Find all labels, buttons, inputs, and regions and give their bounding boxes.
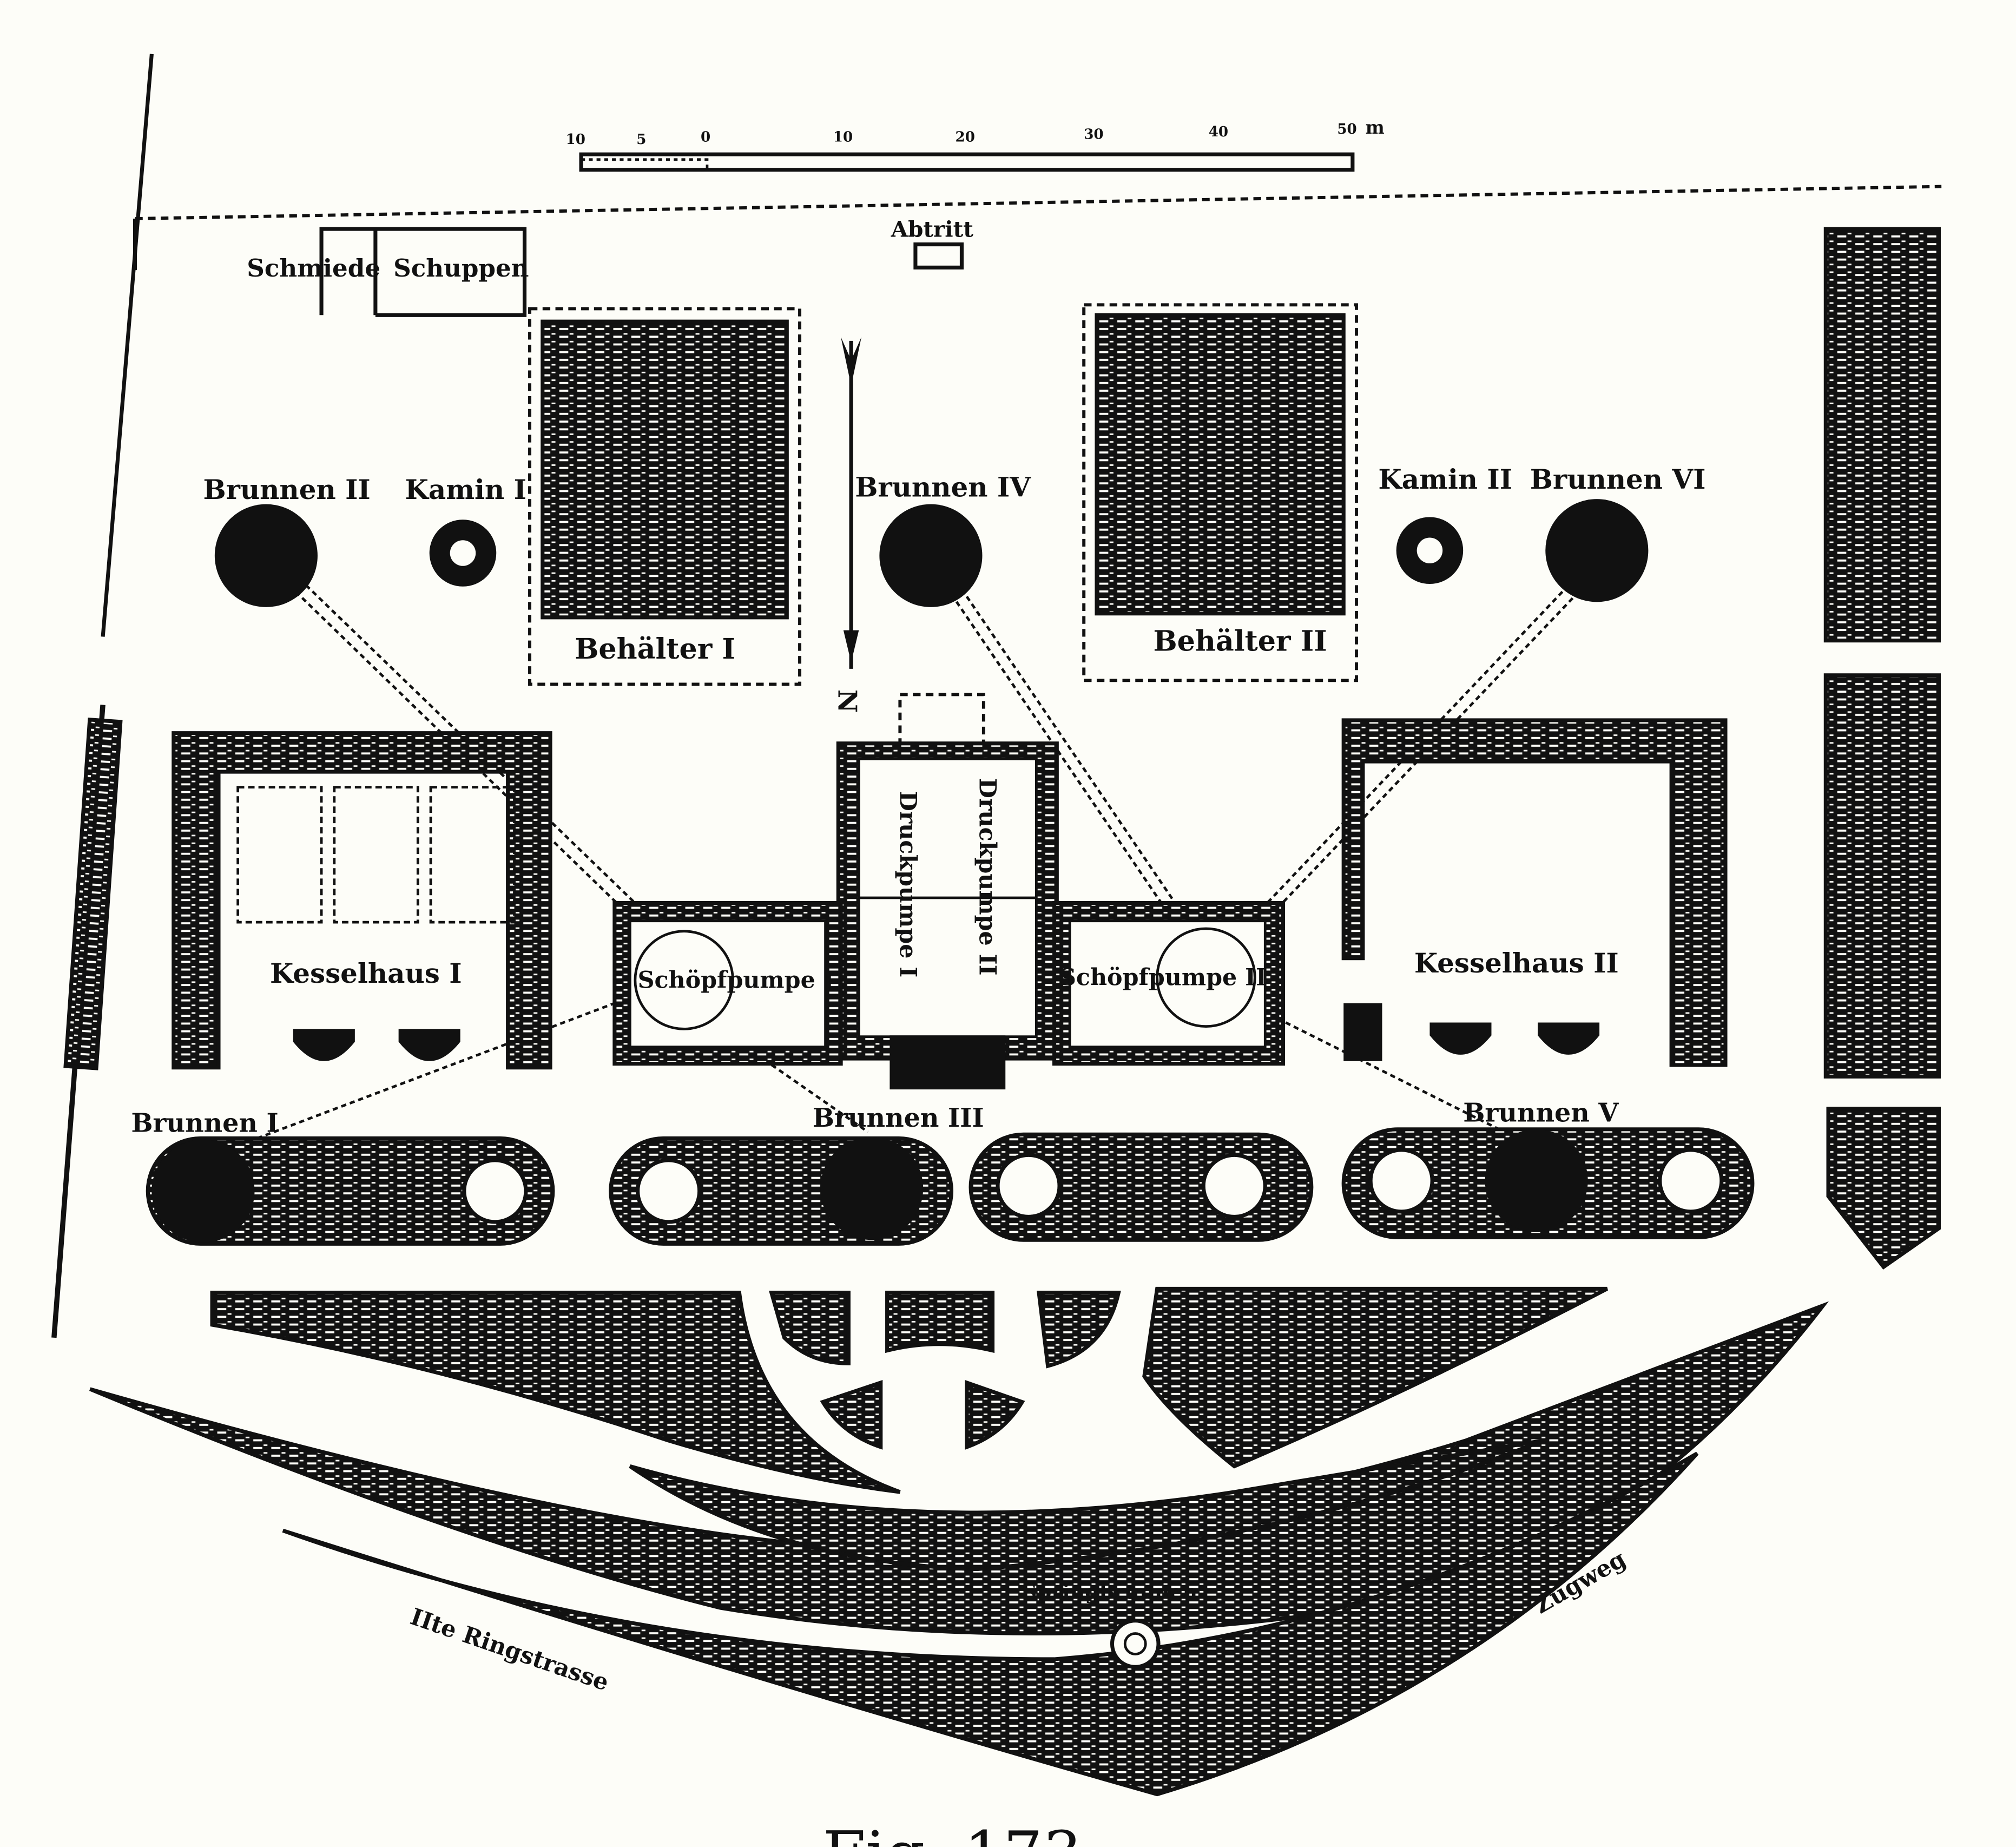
scale-tick: 10 — [566, 131, 585, 148]
label-schuppen: Schuppen — [393, 254, 529, 282]
label-kesselhaus-2: Kesselhaus II — [1414, 947, 1619, 979]
scale-tick: 0 — [701, 128, 710, 145]
scale-tick: 5 — [636, 131, 646, 148]
behaelter-2: Behälter II — [1082, 303, 1358, 682]
tree-icon — [996, 1153, 1062, 1219]
brunnen-2-well — [214, 504, 318, 607]
label-brunnen-3: Brunnen III — [813, 1103, 984, 1133]
scale-tick: 10 — [833, 128, 853, 145]
label-brunnen-1: Brunnen I — [131, 1108, 278, 1139]
label-brunnen-2: Brunnen II — [203, 474, 370, 505]
label-brunnen-4: Brunnen IV — [855, 471, 1031, 503]
brunnen-1-well — [151, 1139, 255, 1243]
tree-icon — [1201, 1153, 1267, 1219]
north-label: N — [832, 689, 862, 713]
suction-pipes — [256, 584, 1580, 1140]
kamin-1-chimney — [429, 520, 497, 587]
brunnen-6-well — [1545, 499, 1649, 602]
scale-tick: 20 — [956, 128, 975, 145]
tree-icon — [1368, 1148, 1434, 1214]
behaelter-1: Behälter I — [528, 307, 802, 686]
kesselhaus-1: Kesselhaus I — [172, 731, 552, 1070]
label-schoepfpumpe-1: Schöpfpumpe I — [638, 967, 834, 994]
abtritt-building — [913, 242, 964, 270]
tree-icon — [462, 1158, 528, 1224]
schmiede-schuppen: Schmiede Schuppen — [247, 227, 529, 317]
label-abtritt: Abtritt — [891, 216, 974, 242]
label-brunnen-5: Brunnen V — [1463, 1098, 1619, 1128]
kamin-2-chimney — [1396, 517, 1464, 584]
label-springbrunnen: Springbrunnen — [1022, 1579, 1197, 1603]
label-behaelter-1: Behälter I — [575, 633, 735, 666]
scale-tick: 50 — [1337, 121, 1356, 137]
brunnen-5-well — [1485, 1129, 1588, 1232]
label-brunnen-6: Brunnen VI — [1530, 463, 1706, 495]
label-druckpumpe-2: Druckpumpe II — [974, 778, 1001, 976]
label-kamin-2: Kamin II — [1378, 463, 1512, 495]
brunnen-4-well — [879, 504, 983, 607]
scale-tick: 40 — [1209, 123, 1228, 140]
label-schmiede: Schmiede — [247, 254, 380, 282]
figure-caption: Fig. 173 — [823, 1818, 1082, 1847]
label-schoepfpumpe-2: Schöpfpumpe II — [1059, 964, 1267, 991]
label-druckpumpe-1: Druckpumpe I — [894, 791, 921, 978]
tree-icon — [1658, 1148, 1724, 1214]
east-planting-strip — [63, 227, 1941, 1270]
garden — [89, 1286, 1829, 1797]
tree-icon — [636, 1158, 702, 1224]
planting-bed — [146, 1136, 555, 1246]
label-behaelter-2: Behälter II — [1154, 625, 1327, 658]
kesselhaus-2: Kesselhaus II — [1341, 718, 1728, 1067]
scale-unit: m — [1366, 117, 1385, 138]
north-arrow: N — [832, 337, 862, 713]
scale-bar: 10 5 0 10 20 30 40 50 m — [566, 117, 1385, 172]
brunnen-3-well — [820, 1137, 924, 1240]
scale-tick: 30 — [1084, 126, 1103, 143]
pump-house: Schöpfpumpe I Schöpfpumpe II Druckpumpe … — [612, 693, 1286, 1090]
label-kesselhaus-1: Kesselhaus I — [270, 957, 462, 989]
label-kamin-1: Kamin I — [405, 474, 526, 505]
